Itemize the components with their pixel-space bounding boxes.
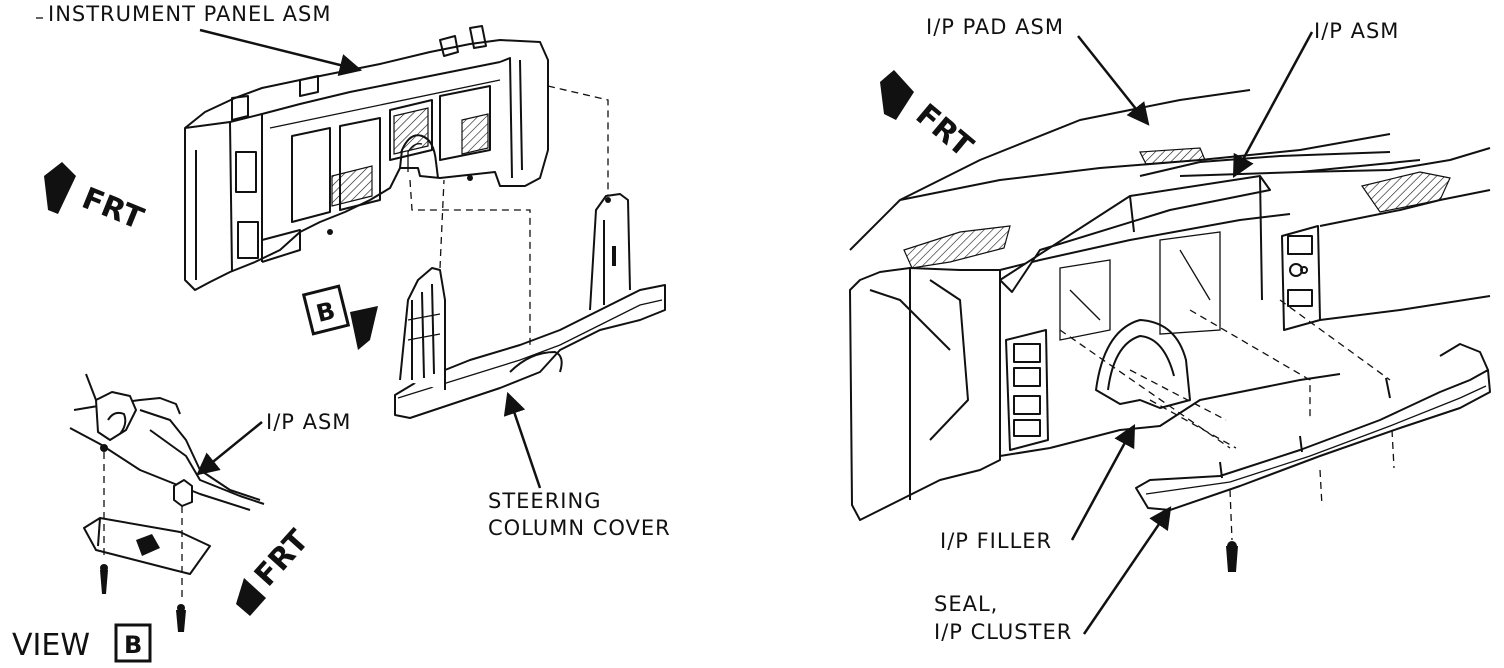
label-seal: SEAL, [934, 592, 998, 616]
label-ip-pad-asm: I/P PAD ASM [926, 15, 1064, 39]
frt-arrow-left: FRT [44, 162, 149, 237]
view-label: VIEW [12, 628, 90, 663]
frt-left-text: FRT [77, 181, 149, 237]
label-steering: STEERING [488, 489, 601, 513]
view-b-detail [69, 373, 265, 632]
view-letter-box [114, 623, 152, 663]
view-letter: B [124, 631, 142, 659]
frt-right-text: FRT [909, 97, 980, 164]
label-ip-asm-right: I/P ASM [1314, 19, 1399, 43]
label-ip-cluster: I/P CLUSTER [934, 620, 1072, 644]
frt-arrow-view-b: FRT [236, 523, 316, 616]
frt-view-b-text: FRT [248, 523, 316, 593]
seal-ip-cluster-part [1135, 343, 1491, 511]
label-ip-filler: I/P FILLER [940, 529, 1052, 553]
view-b-callout: B [301, 284, 378, 350]
frt-arrow-right: FRT [880, 70, 980, 165]
steering-column-cover [394, 193, 666, 419]
label-instrument-panel-asm: INSTRUMENT PANEL ASM [48, 2, 331, 26]
label-ip-asm-view-b: I/P ASM [266, 410, 351, 434]
instrument-panel-assembly [184, 25, 549, 291]
label-column-cover: COLUMN COVER [488, 516, 671, 540]
